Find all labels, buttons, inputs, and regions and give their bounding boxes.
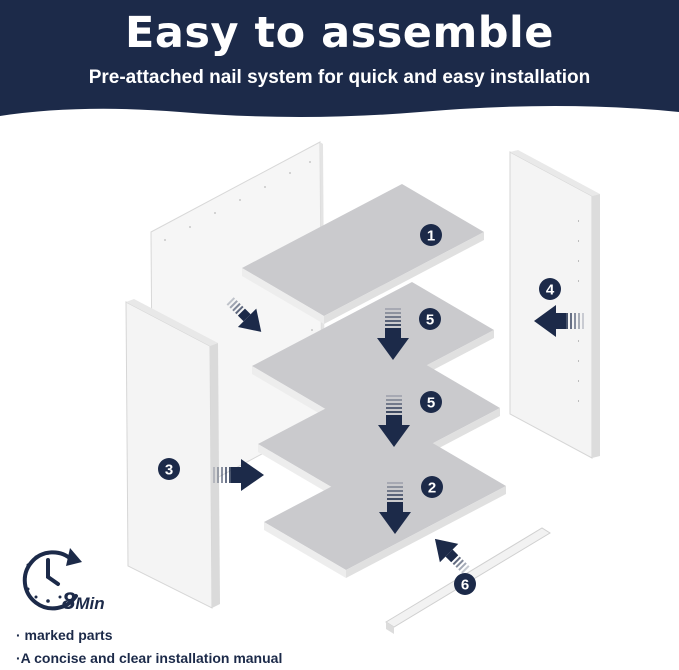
arrow-down-2 xyxy=(378,395,410,447)
svg-text:4: 4 xyxy=(546,282,555,299)
svg-text:1: 1 xyxy=(427,228,435,245)
note-marked-parts: · marked parts xyxy=(16,627,113,643)
arrow-right xyxy=(213,459,264,491)
svg-text:5: 5 xyxy=(426,312,434,329)
assembly-time: 8Min xyxy=(62,588,105,616)
page-title: Easy to assemble xyxy=(125,8,554,58)
part-badge-4: 4 xyxy=(539,278,561,300)
assembly-time-unit: Min xyxy=(75,594,105,613)
part-badge-3: 3 xyxy=(158,458,180,480)
side-panel-left xyxy=(125,299,220,609)
page-subtitle: Pre-attached nail system for quick and e… xyxy=(88,67,591,88)
part-badge-5-upper: 5 xyxy=(419,308,441,330)
svg-text:3: 3 xyxy=(165,462,173,479)
assembly-time-value: 8 xyxy=(62,588,76,615)
svg-text:6: 6 xyxy=(461,577,469,594)
shelf-top xyxy=(242,184,484,324)
part-badge-1: 1 xyxy=(420,224,442,246)
side-panel-right xyxy=(509,150,600,459)
note-installation-manual: ·A concise and clear installation manual xyxy=(16,650,283,666)
arrow-down-1 xyxy=(377,308,409,360)
svg-text:2: 2 xyxy=(428,480,436,497)
part-badge-6: 6 xyxy=(454,573,476,595)
arrow-diagonal-up xyxy=(434,538,470,574)
arrow-diagonal-top-left xyxy=(226,297,262,332)
header-banner xyxy=(0,0,679,117)
arrow-left xyxy=(534,305,584,337)
part-badge-2: 2 xyxy=(421,476,443,498)
shelf-bottom xyxy=(264,438,506,578)
arrow-down-3 xyxy=(379,482,411,534)
feature-notes: · marked parts ·A concise and clear inst… xyxy=(16,624,282,670)
part-badge-5-lower: 5 xyxy=(420,391,442,413)
svg-text:5: 5 xyxy=(427,395,435,412)
clock-icon xyxy=(22,548,82,611)
